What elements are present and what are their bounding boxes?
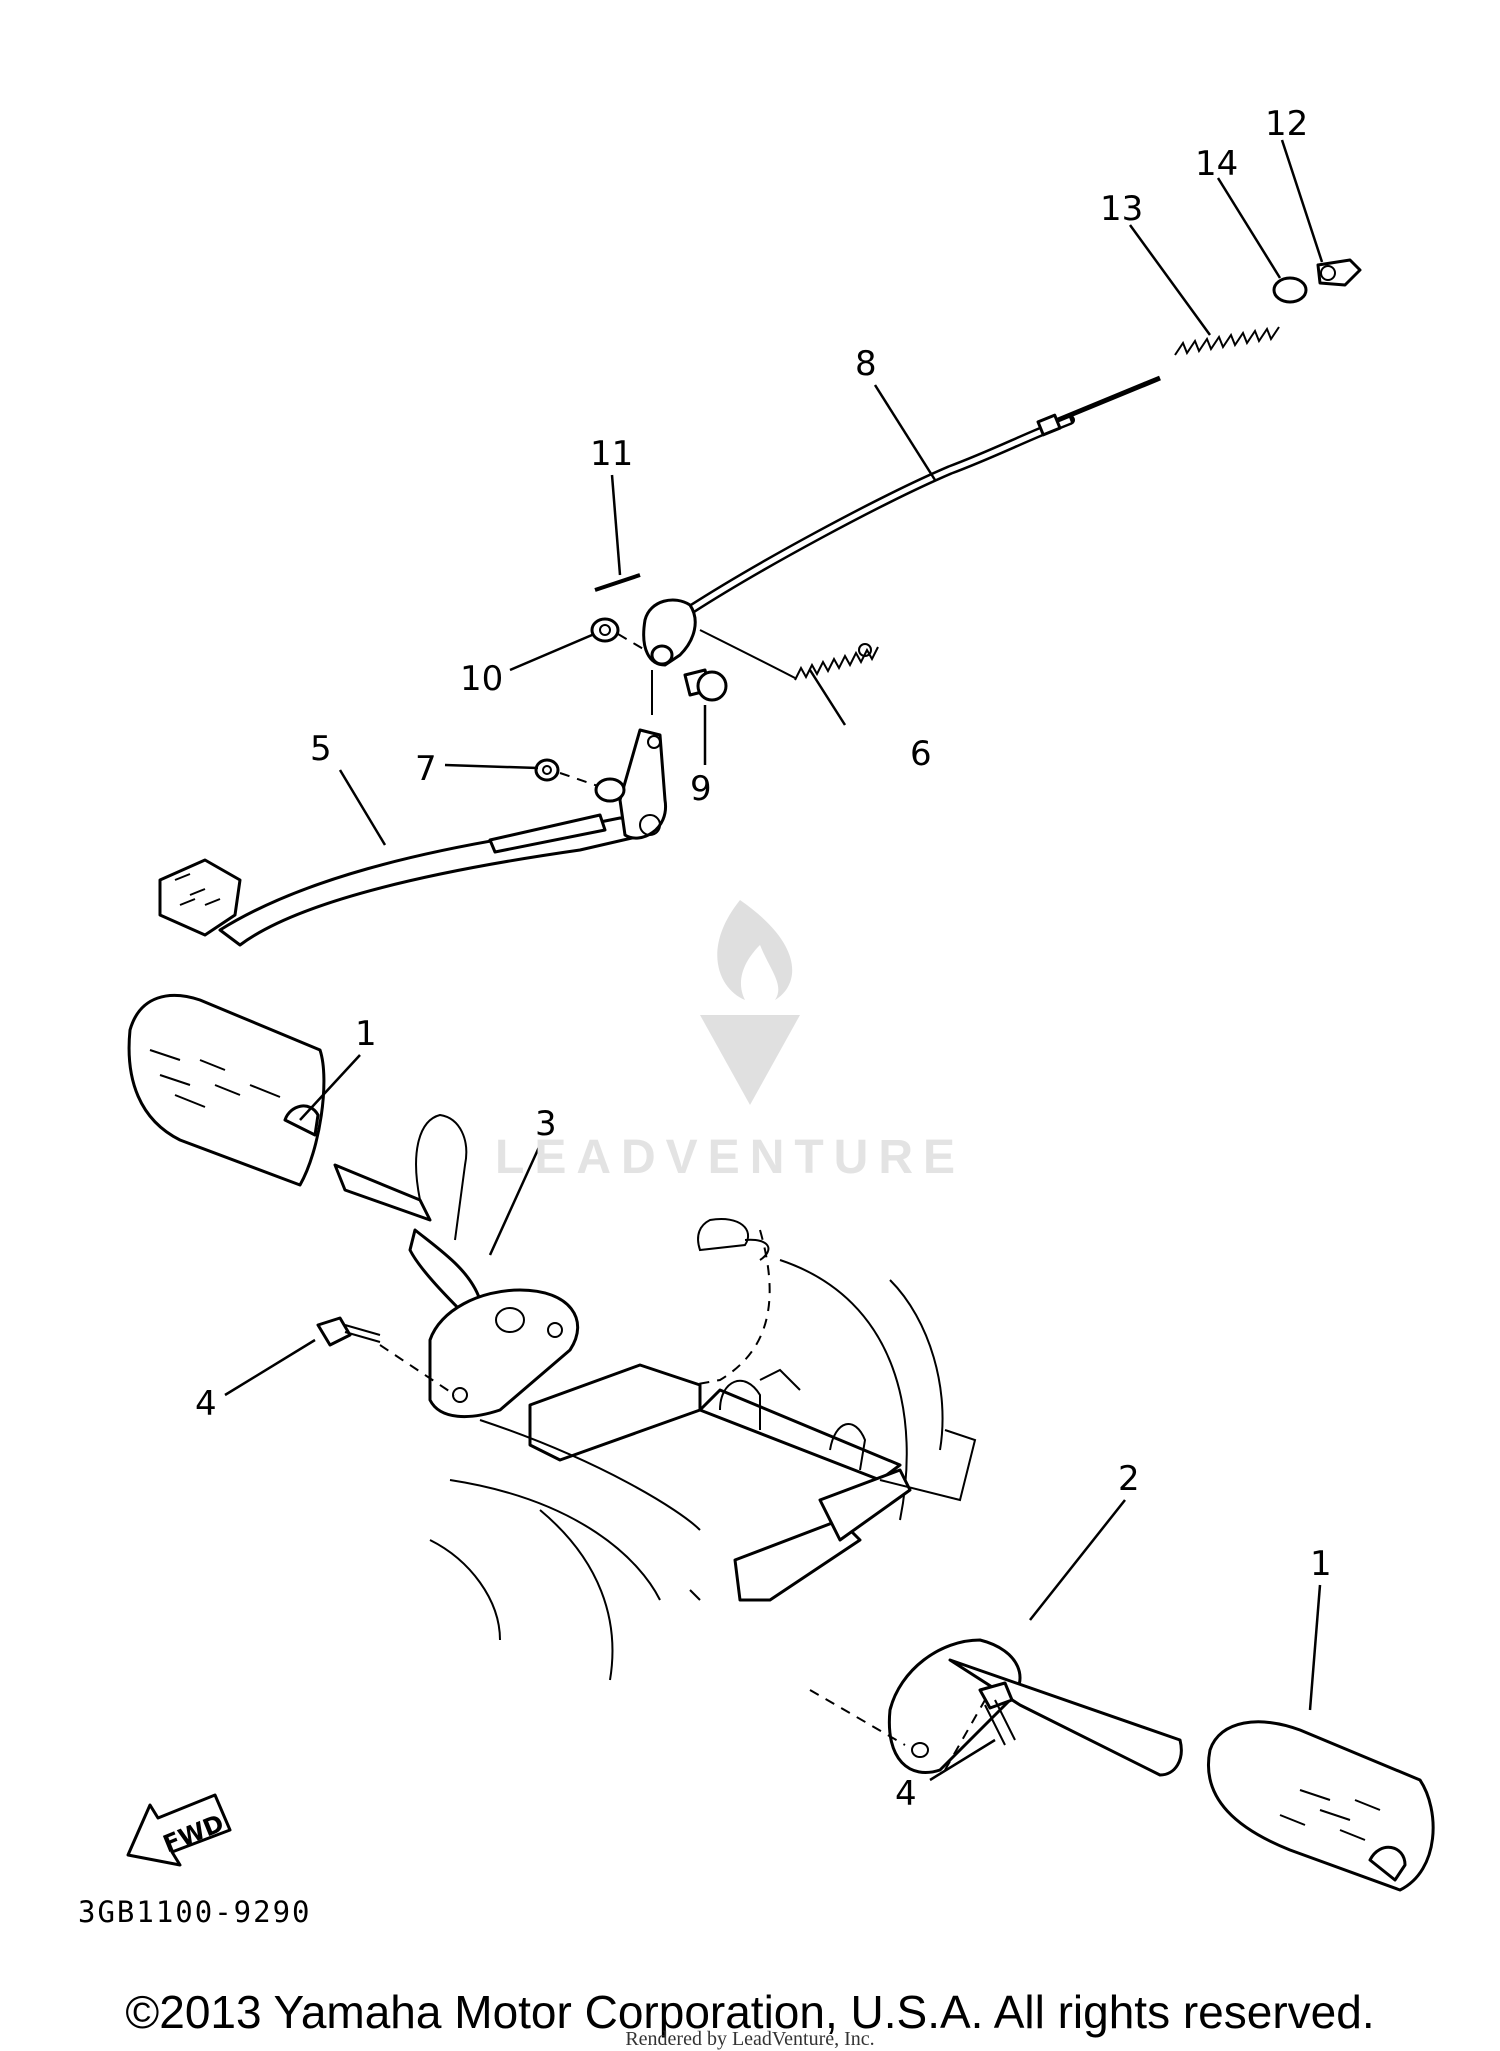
cotter-pin-11 — [594, 573, 641, 592]
leader-lines — [224, 139, 1324, 1782]
callout-11: 11 — [590, 434, 633, 474]
callout-4-upper: 4 — [195, 1384, 217, 1424]
pin-9 — [683, 668, 728, 702]
nut-12 — [1316, 258, 1362, 287]
callout-1-right: 1 — [1310, 1544, 1332, 1584]
footrest-left — [333, 1113, 580, 1419]
frame-outline — [429, 1218, 977, 1681]
callout-labels: 12 14 13 8 11 10 6 9 7 5 1 3 4 2 1 4 — [195, 104, 1332, 1814]
callout-14: 14 — [1195, 144, 1238, 184]
callout-10: 10 — [460, 659, 503, 699]
spring-13 — [1174, 326, 1280, 356]
washer-10 — [590, 617, 646, 651]
footrest-rubber-left — [127, 993, 326, 1187]
callout-13: 13 — [1100, 189, 1143, 229]
spring-6 — [699, 629, 879, 681]
joint-14 — [1272, 276, 1308, 304]
callout-3: 3 — [535, 1104, 557, 1144]
callout-2: 2 — [1118, 1459, 1140, 1499]
callout-8: 8 — [855, 344, 877, 384]
copyright-notice: ©2013 Yamaha Motor Corporation, U.S.A. A… — [125, 1986, 1375, 2038]
watermark-text: LEADVENTURE — [495, 1131, 966, 1184]
callout-9: 9 — [690, 769, 712, 809]
bolt-4-upper — [316, 1316, 456, 1396]
callout-6: 6 — [910, 734, 932, 774]
callout-5: 5 — [310, 729, 332, 769]
callout-7: 7 — [415, 749, 437, 789]
callout-4-lower: 4 — [895, 1774, 917, 1814]
rendered-by-notice: Rendered by LeadVenture, Inc. — [625, 2028, 875, 2050]
brake-lever-clevis — [642, 598, 697, 715]
callout-12: 12 — [1265, 104, 1308, 144]
callout-1-left: 1 — [355, 1014, 377, 1054]
diagram-code: 3GB1100-9290 — [78, 1895, 312, 1929]
washer-7 — [534, 758, 599, 787]
footrest-rubber-right — [1207, 1720, 1435, 1892]
brake-pedal — [158, 728, 667, 947]
watermark-logo-icon — [700, 900, 800, 1105]
bolt-4-lower — [944, 1681, 1016, 1771]
brake-cable — [685, 375, 1161, 615]
fwd-arrow-icon: FWD — [126, 1793, 232, 1867]
